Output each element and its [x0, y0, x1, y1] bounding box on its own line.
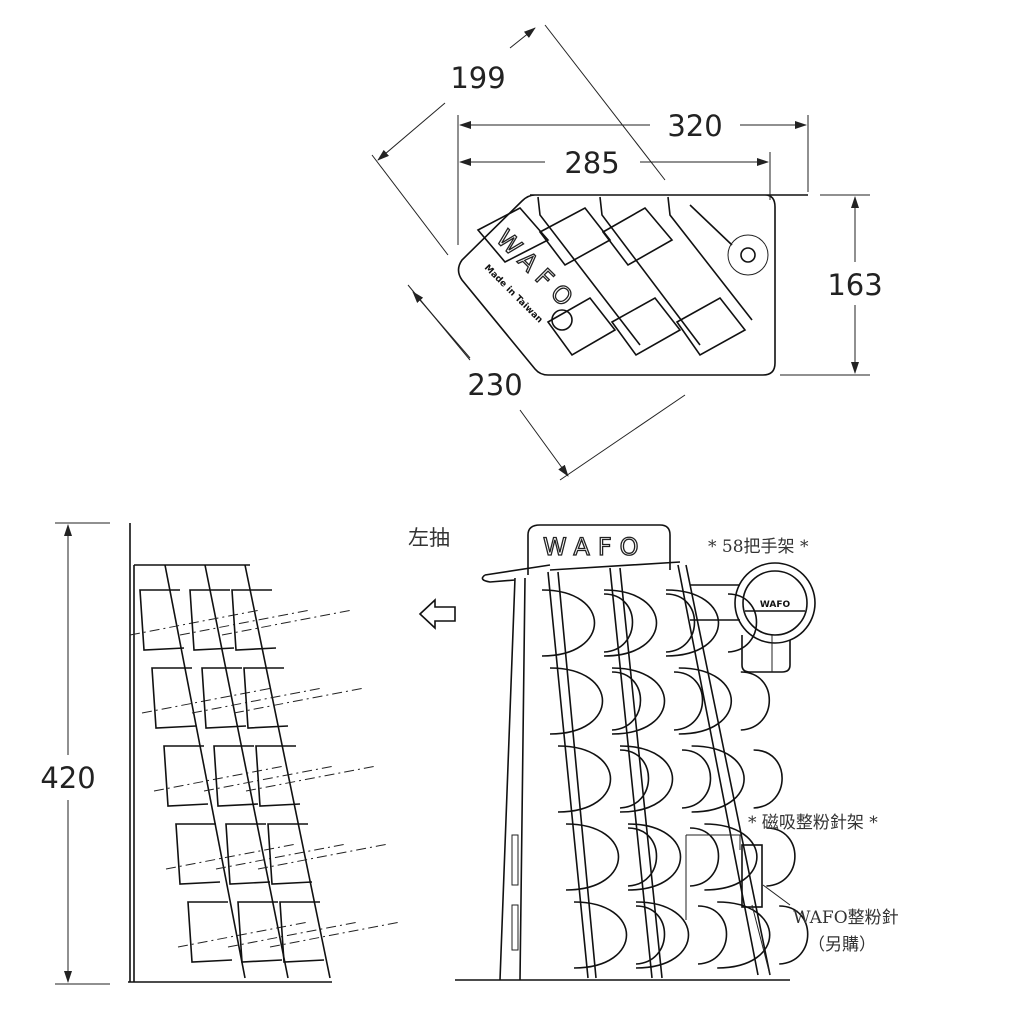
pull-left-arrow-icon [418, 598, 456, 630]
side-cup [139, 589, 185, 651]
front-cup [557, 745, 612, 813]
front-cup-right [740, 671, 771, 731]
side-centerline [165, 843, 297, 870]
side-centerline [177, 921, 309, 948]
dimension-199: 199 [450, 61, 505, 95]
side-rail [164, 564, 246, 979]
side-centerline [215, 843, 347, 870]
front-cup [691, 745, 745, 813]
front-cup [565, 823, 620, 891]
top-view-logo: WAFO [490, 224, 584, 318]
logo-o-icon [551, 309, 573, 331]
side-cup [225, 823, 271, 885]
side-cup [279, 901, 325, 963]
top-view-cups [476, 196, 753, 357]
tamper-needle-label: WAFO整粉針 [793, 908, 899, 928]
front-cup-right [681, 749, 712, 809]
side-centerline [141, 687, 273, 714]
front-cup-right [766, 827, 796, 887]
front-cup [549, 667, 604, 735]
front-cup-right [697, 905, 728, 965]
front-cup [704, 823, 758, 891]
side-rail [204, 564, 289, 979]
front-rails [547, 561, 771, 979]
side-centerline [257, 843, 389, 870]
sold-separately-label: （另購） [808, 935, 876, 955]
side-cup [151, 667, 197, 729]
front-cup-right [627, 827, 658, 887]
top-view-outline [457, 194, 808, 376]
side-centerline [233, 687, 365, 714]
front-left-panel [481, 564, 551, 981]
side-cup [213, 745, 259, 807]
pull-left-label: 左抽 [408, 526, 450, 550]
side-view: 420 [40, 522, 401, 985]
side-cup [267, 823, 313, 885]
svg-text:WAFO: WAFO [491, 224, 584, 317]
front-cup [635, 901, 690, 969]
front-cup [665, 589, 720, 657]
side-centerline [269, 921, 401, 948]
side-cup [189, 589, 235, 651]
dimension-163: 163 [827, 268, 882, 302]
front-cup [627, 823, 682, 891]
front-cup-right [611, 671, 642, 731]
side-cup [201, 667, 247, 729]
front-cup [611, 667, 666, 735]
side-rail [244, 564, 331, 979]
dimension-320: 320 [667, 109, 722, 143]
handle-holder-label: * 58把手架 * [708, 537, 809, 557]
front-cup-right [727, 593, 758, 653]
top-view-magnet [727, 234, 769, 276]
front-cup [678, 667, 732, 735]
side-cup [237, 901, 283, 963]
side-cup [243, 667, 289, 729]
front-cup-right [603, 593, 634, 653]
side-centerline [153, 765, 285, 792]
side-cup [231, 589, 277, 651]
side-cup [175, 823, 221, 885]
front-cup-right [689, 827, 720, 887]
front-view: WAFO WAFO 左抽 * 58把手架 * * 磁吸整粉針架 * WAFO整粉… [408, 524, 899, 981]
front-cup [573, 901, 628, 969]
dimension-230: 230 [467, 368, 522, 402]
front-cup-right [753, 749, 783, 809]
logo-tab [527, 524, 671, 575]
dimension-285: 285 [564, 146, 619, 180]
front-cup-right [635, 905, 666, 965]
front-cup-right [665, 593, 696, 653]
front-cup [603, 589, 658, 657]
front-cup [541, 589, 596, 657]
side-cup [187, 901, 233, 963]
side-centerline [227, 921, 359, 948]
front-cup-right [779, 905, 809, 965]
side-cup [163, 745, 209, 807]
magnetic-holder-label: * 磁吸整粉針架 * [748, 813, 878, 833]
side-centerline [221, 609, 353, 636]
handle-holder: WAFO [690, 562, 816, 673]
side-centerline [245, 765, 377, 792]
side-centerline [191, 687, 323, 714]
side-centerline [129, 609, 261, 636]
front-cup-right [619, 749, 650, 809]
front-cup-right [673, 671, 704, 731]
side-centerline [179, 609, 311, 636]
front-cup [717, 901, 771, 969]
side-cup [255, 745, 301, 807]
top-view: WAFO Made in Taiwan 320 285 163 199 23 [371, 24, 883, 481]
side-centerline [203, 765, 335, 792]
front-logo: WAFO [543, 533, 647, 561]
front-cup [619, 745, 674, 813]
dimension-420: 420 [40, 761, 95, 795]
handle-holder-logo: WAFO [760, 600, 791, 610]
